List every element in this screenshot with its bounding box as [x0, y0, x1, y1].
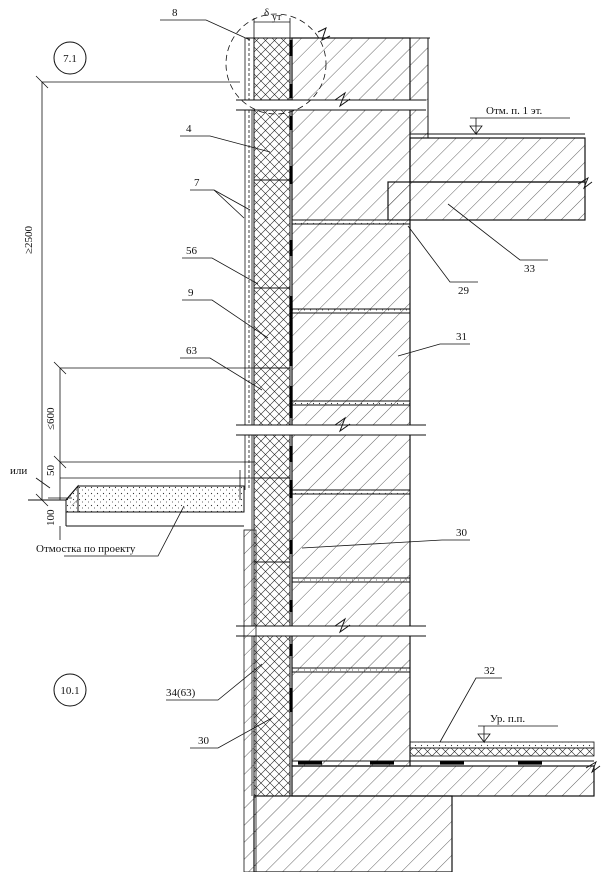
- thickness-subscript: ут: [272, 12, 282, 23]
- callout-63: 63: [186, 345, 198, 357]
- detail-circle-bottom: 10.1: [53, 673, 87, 707]
- callout-7: 7: [194, 177, 200, 189]
- detail-top-label: 7.1: [63, 53, 77, 65]
- floor-slab: [387, 37, 586, 221]
- callout-8: 8: [172, 7, 178, 19]
- callout-30-mid: 30: [456, 527, 468, 539]
- elevation-ground-label: Ур. п.п.: [490, 713, 525, 725]
- dimension-lines: [35, 75, 254, 540]
- callout-31: 31: [456, 331, 467, 343]
- callout-4: 4: [186, 123, 192, 135]
- dimension-height-max: ≤600: [45, 407, 57, 430]
- blind-area-note: Отмостка по проекту: [36, 543, 136, 555]
- foundation: [243, 529, 595, 872]
- elevation-floor-marker: [410, 117, 585, 136]
- callout-32: 32: [484, 665, 495, 677]
- callout-56: 56: [186, 245, 198, 257]
- elevation-ground-marker: [477, 725, 558, 744]
- ground-floor-layers: [292, 176, 601, 774]
- dimension-height-min: ≥2500: [23, 225, 35, 254]
- callout-29: 29: [458, 285, 470, 297]
- callout-30-low: 30: [198, 735, 210, 747]
- callout-33: 33: [524, 263, 536, 275]
- dimension-50: 50: [45, 465, 57, 477]
- thickness-label: δ: [264, 7, 269, 19]
- dimension-100: 100: [45, 509, 57, 526]
- callout-9: 9: [188, 287, 194, 299]
- insulation-layer: [253, 37, 291, 797]
- elevation-floor-label: Отм. п. 1 эт.: [486, 105, 543, 117]
- thickness-dimension: δ ут: [253, 7, 291, 38]
- leader-lines: [64, 19, 548, 749]
- dimension-or-label: или: [10, 465, 27, 477]
- detail-bottom-label: 10.1: [60, 685, 79, 697]
- blind-area: [28, 470, 245, 527]
- callout-34: 34(63): [166, 687, 196, 699]
- detail-circle-top: 7.1: [53, 41, 87, 75]
- mortar-joints: [292, 220, 410, 672]
- detail-zone-circle: [225, 13, 327, 115]
